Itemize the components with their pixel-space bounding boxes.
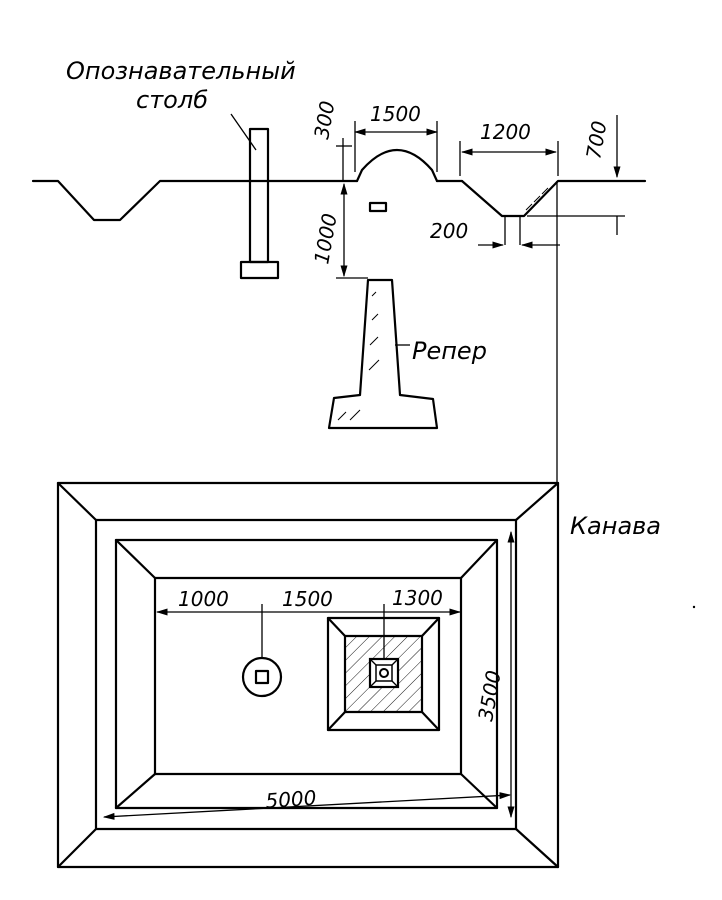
dim-mound-height: 300	[309, 99, 339, 141]
marker-post-plan-inner	[254, 669, 270, 685]
ditch-bottom-outer	[94, 518, 518, 831]
marker-post-label-line2: столб	[136, 86, 208, 114]
dim-offset-3: 1300	[392, 586, 443, 610]
benchmark-hatch	[337, 291, 380, 421]
inner-platform	[153, 576, 463, 776]
mound-plan-corners	[326, 616, 441, 732]
benchmark-plan-center	[379, 668, 389, 678]
dim-mound-width: 1500	[370, 102, 421, 126]
ground-line	[31, 179, 359, 222]
buried-marker	[368, 201, 388, 213]
benchmark-body	[327, 278, 439, 430]
marker-post-base	[239, 260, 280, 280]
dim-ditch-bottom-width: 200	[430, 219, 468, 243]
ditch-outer-edge	[56, 481, 560, 869]
dim-ditch-depth: 700	[581, 119, 611, 161]
plan-view: Канава 1000 1500 1300 3500 5000	[56, 481, 696, 869]
marker-post-plan-outer	[241, 656, 283, 698]
section-view: Опознавательный столб Репер 300 1500 120…	[31, 57, 647, 482]
plan-dimension-lines	[102, 530, 515, 820]
ditch-section	[460, 179, 647, 218]
benchmark-label: Репер	[412, 337, 487, 365]
ditch-label: Канава	[570, 512, 661, 540]
dim-ditch-top-width: 1200	[480, 120, 531, 144]
marker-post-label-line1: Опознавательный	[66, 57, 296, 85]
dim-offset-2: 1500	[282, 587, 333, 611]
dim-width: 3500	[473, 669, 505, 723]
ground-hatch-left	[124, 181, 160, 216]
dim-length: 5000	[265, 785, 317, 812]
section-dimension-lines	[336, 115, 625, 279]
marker-post	[248, 127, 270, 264]
dim-benchmark-depth: 1000	[309, 212, 341, 266]
ditch-hatch	[525, 187, 549, 211]
dim-offset-1: 1000	[178, 587, 229, 611]
mound	[355, 148, 439, 183]
